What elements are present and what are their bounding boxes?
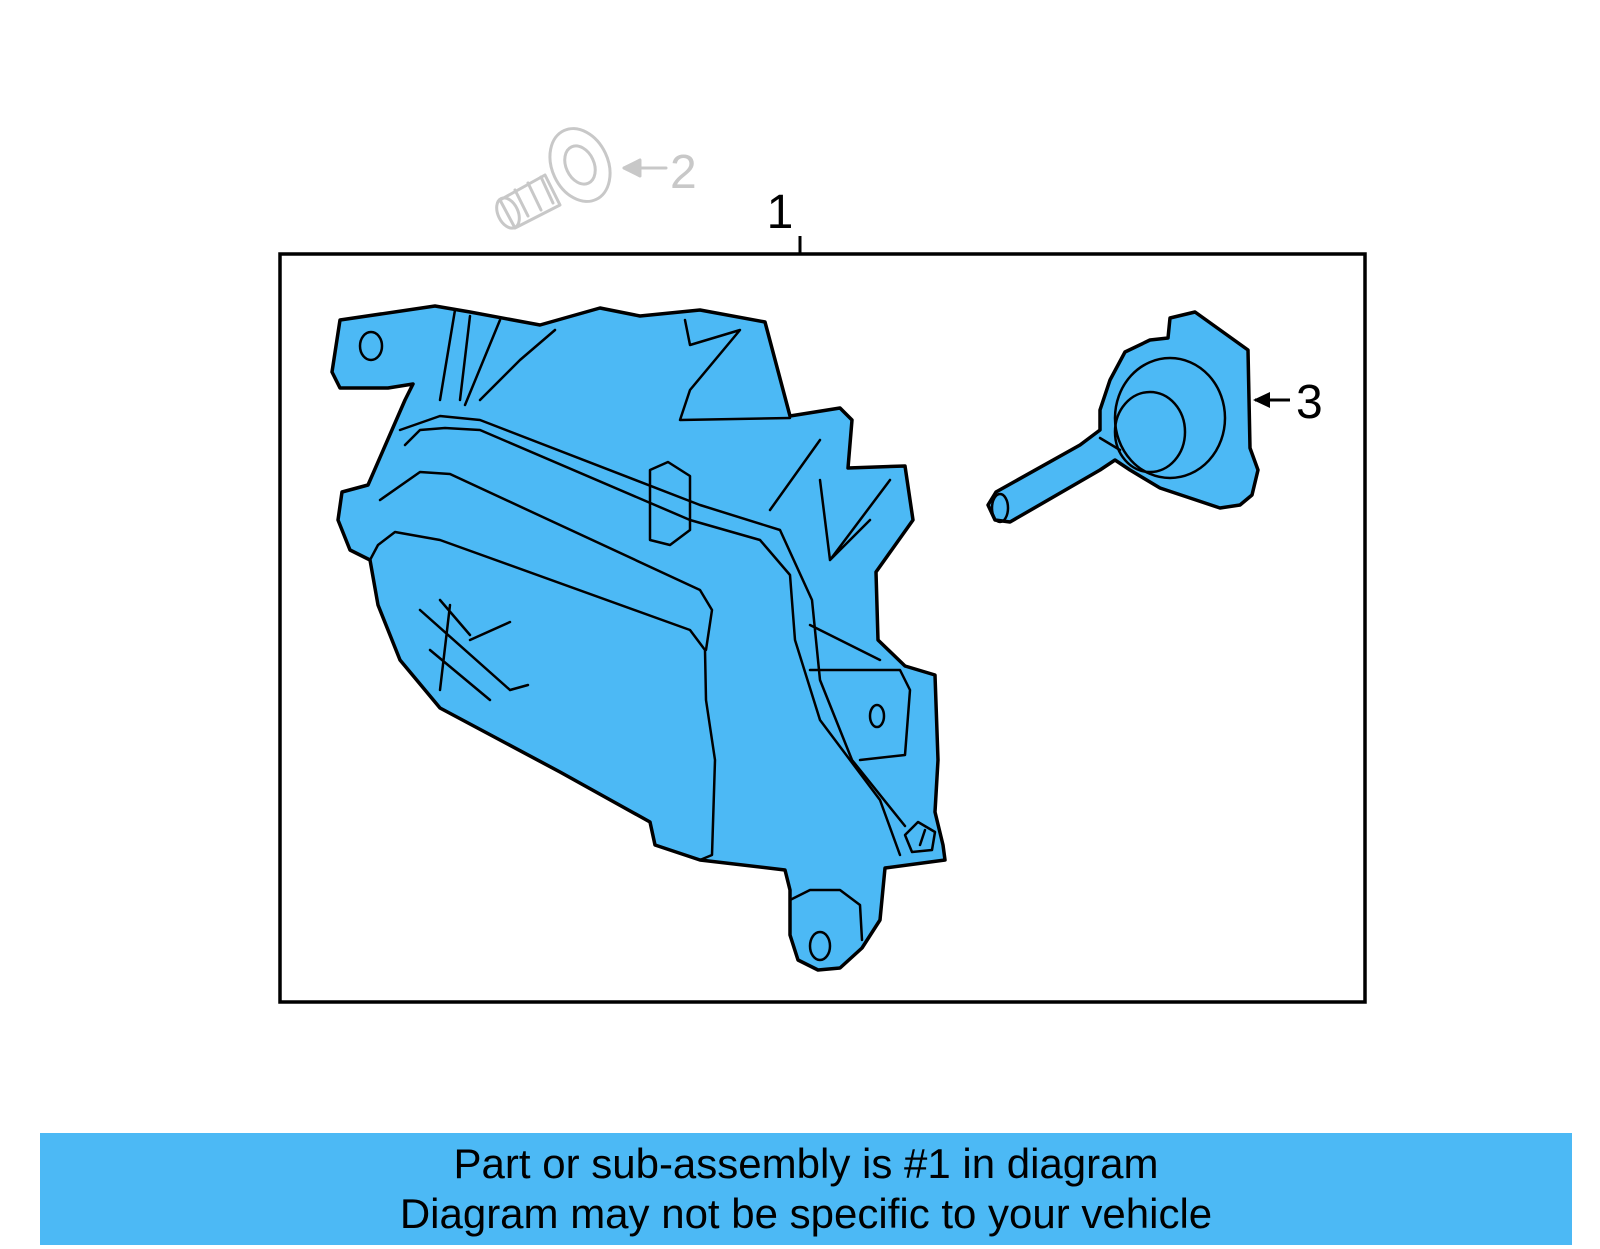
assembly-frame	[278, 252, 1367, 1004]
callout-3-arrow	[1253, 392, 1290, 408]
banner-line-1: Part or sub-assembly is #1 in diagram	[453, 1140, 1159, 1187]
callout-2: 2	[670, 146, 697, 199]
screw-part-2	[495, 127, 668, 230]
fog-lamp-housing-part-1	[330, 304, 947, 972]
disclaimer-banner: Part or sub-assembly is #1 in diagram Di…	[40, 1133, 1572, 1245]
callout-1: 1	[767, 186, 794, 239]
banner-line-2: Diagram may not be specific to your vehi…	[399, 1190, 1213, 1237]
parts-diagram: 2 1	[278, 127, 1367, 1004]
bulb-part-3	[986, 310, 1260, 524]
callout-3: 3	[1296, 376, 1323, 429]
